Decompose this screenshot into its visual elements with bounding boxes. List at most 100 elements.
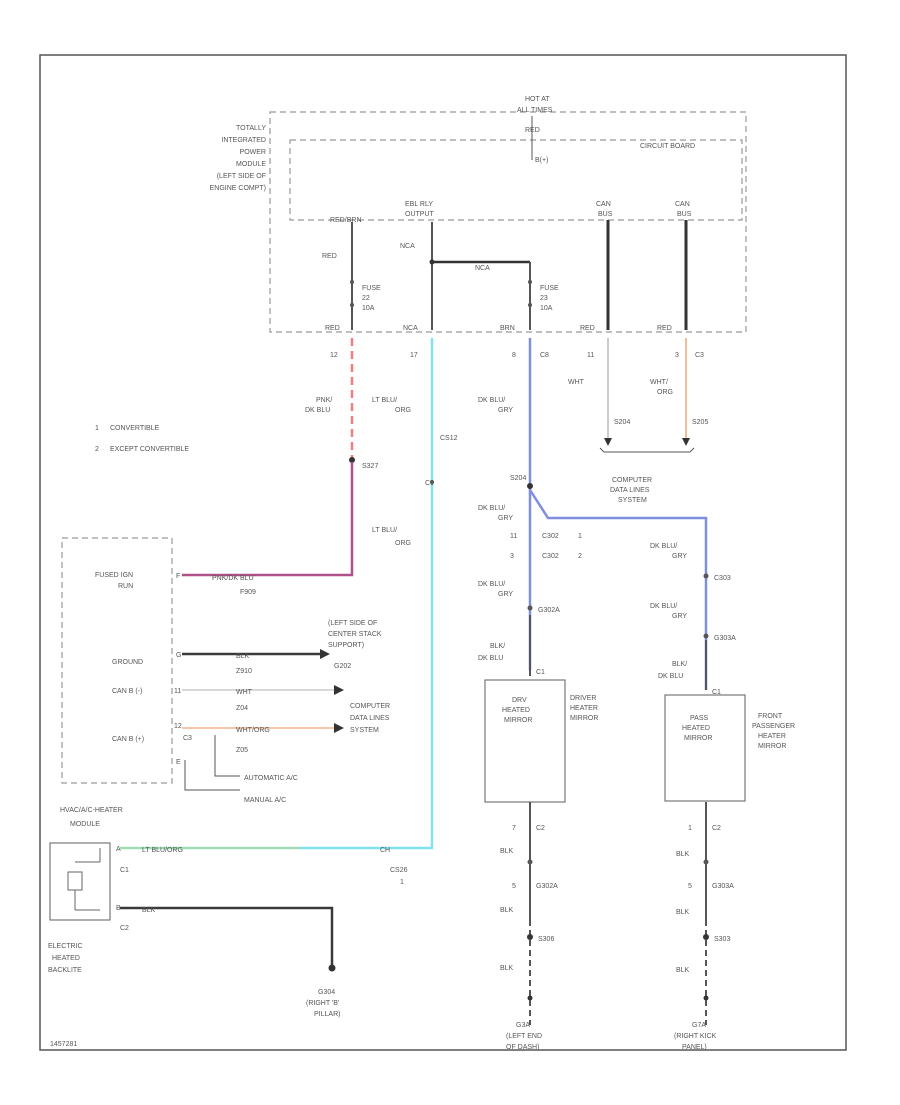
w-whtorg-2: ORG [657,389,673,396]
g303-1: G7A [692,1022,706,1029]
tipm-title-4: MODULE [236,161,266,168]
ltblu-c1: C1 [425,480,434,487]
backlite-1: ELECTRIC [48,943,83,950]
g302-1: G3A [516,1022,530,1029]
manual-ac: MANUAL A/C [244,797,286,804]
hvac-module: FUSED IGN RUN F GROUND G CAN B (-) 11 CA… [61,537,192,784]
pas-box-1: PASS [690,715,708,722]
hot-at-1: HOT AT [525,96,550,103]
w-blkdk1-1: BLK/ [490,643,505,650]
tipm-module: TOTALLY INTEGRATED POWER MODULE (LEFT SI… [210,96,747,333]
comp-data-3: SYSTEM [350,727,379,734]
fused-ign-2: RUN [118,583,133,590]
backlite-2: HEATED [52,955,80,962]
w-whtorg-1: WHT/ [650,379,668,386]
can-top-1: CAN [596,201,611,208]
gnd-dest-3: SUPPORT) [328,642,364,649]
drv-label-3: MIRROR [570,715,598,722]
w-pnk-1: PNK/ [316,397,332,404]
w-dkblu5-2: GRY [672,613,687,620]
pin-8: 8 [512,352,516,359]
w-pnk-h: PNK/DK BLU [212,575,254,582]
hvac-canb1: CAN B (-) [112,688,142,695]
pin-c8: C8 [540,352,549,359]
hvac-pin-h: 11 [174,688,181,695]
drv-label-2: HEATER [570,705,598,712]
g303-3: PANEL) [682,1044,707,1051]
can-top-2: CAN [675,201,690,208]
legend-num-1: 1 [95,425,99,432]
hvac-pin-f: F [176,573,180,580]
bottom-brn: BRN [500,325,515,332]
drv-box-2: HEATED [502,707,530,714]
w-dkblu3-1: DK BLU/ [478,581,505,588]
g302a-b: G302A [536,883,558,890]
w-dkblu4-1: DK BLU/ [650,543,677,550]
pin5-drv: 5 [512,883,516,890]
comp-data-top-1: COMPUTER [612,477,652,484]
bottom-red2: RED [580,325,595,332]
bottom-red3: RED [657,325,672,332]
backlite-cs: CS26 [390,867,408,874]
legend-num-2: 2 [95,446,99,453]
c302-1: C302 [542,533,559,540]
w-dkblu5-1: DK BLU/ [650,603,677,610]
wire-nca-top: NCA [400,243,415,250]
footer-id: 1457281 [50,1041,77,1048]
legend-text-1: CONVERTIBLE [110,425,160,432]
w-dkblu3-2: GRY [498,591,513,598]
backlite-c2: C2 [120,925,129,932]
c303: C303 [714,575,731,582]
w-blk-h: BLK [236,653,250,660]
hvac-ground: GROUND [112,659,143,666]
w-blk5: BLK [676,909,690,916]
fuse1-3: 10A [362,305,375,312]
comp-data-2: DATA LINES [350,715,390,722]
fuse2-3: 10A [540,305,553,312]
pin-3: 3 [675,352,679,359]
w-dkblu-2: GRY [498,407,513,414]
relay-top-mid-2: OUTPUT [405,211,435,218]
drv-box-1: DRV [512,697,527,704]
g304-2: (RIGHT 'B' [306,1000,339,1007]
w-blkdk1-2: DK BLU [478,655,503,662]
splice-cs12: CS12 [440,435,458,442]
fuse1-2: 22 [362,295,370,302]
w-ltblu2-1: LT BLU/ [372,527,397,534]
comp-data-top-3: SYSTEM [618,497,647,504]
backlite-3: BACKLITE [48,967,82,974]
splice-s205: S205 [692,419,708,426]
w-z05: Z05 [236,747,248,754]
wire-nca-mid: NCA [475,265,490,272]
s303: S303 [714,936,730,943]
wire-red-label: RED [322,253,337,260]
backlite-pin-a: A [116,846,121,853]
backlite-cs-n: 1 [400,879,404,886]
bus-label: B(+) [535,157,548,164]
gnd-dest-2: CENTER STACK [328,631,382,638]
splice-s204: S204 [614,419,630,426]
bottom-nca: NCA [403,325,418,332]
driver-mirror-box [484,679,566,803]
c302-pin1: 11 [510,533,517,540]
can-bus-1: BUS [598,211,613,218]
legend: 1 CONVERTIBLE 2 EXCEPT CONVERTIBLE [95,425,189,453]
g304-1: G304 [318,989,335,996]
backlite: C1 C2 A B ELECTRIC HEATED BACKLITE [48,842,129,974]
circuit-board-label: CIRCUIT BOARD [640,143,695,150]
tipm-title-3: POWER [240,149,266,156]
splice-s327: S327 [362,463,378,470]
c302-1n: 1 [578,533,582,540]
g303a: G303A [714,635,736,642]
hvac-module-1: HVAC/A/C-HEATER [60,807,123,814]
backlite-c1: C1 [120,867,129,874]
w-pnk-2: DK BLU [305,407,330,414]
g304-3: PILLAR) [314,1011,340,1018]
can-bus-2: BUS [677,211,692,218]
backlite-pin-b: B [116,905,121,912]
pin5-pas: 5 [688,883,692,890]
pas-label-4: MIRROR [758,743,786,750]
relay-top-mid-1: EBL RLY [405,201,433,208]
w-blk-h2: BLK [142,907,156,914]
